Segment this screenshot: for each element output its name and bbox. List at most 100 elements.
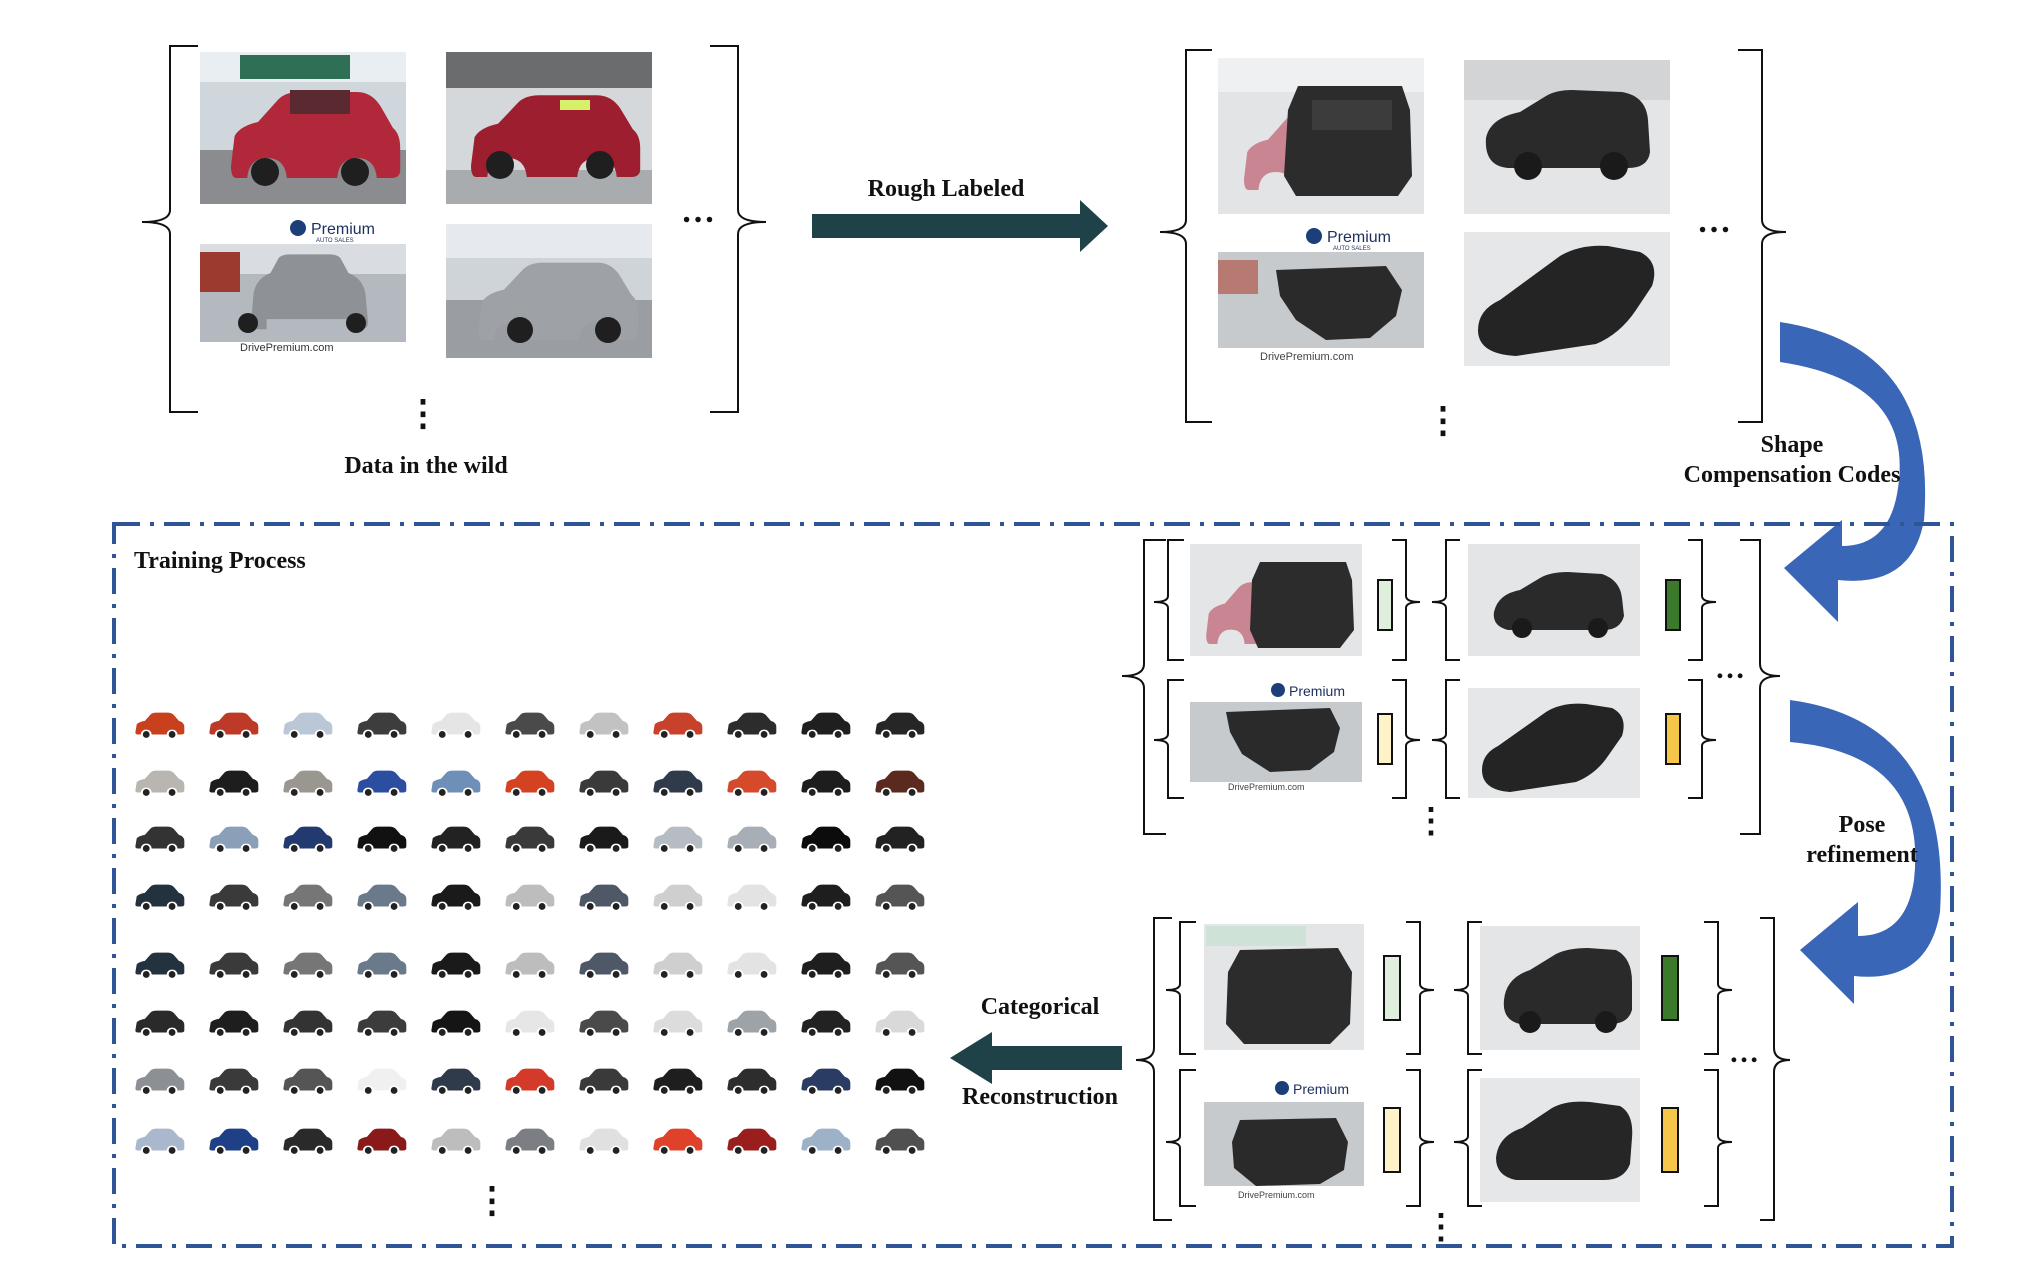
photo-silver-suv-rear (446, 224, 652, 358)
rough-labeled-arrow: Rough Labeled (812, 176, 1108, 252)
logo-site: DrivePremium.com (240, 342, 334, 354)
reconstructed-car (357, 770, 407, 796)
reconstructed-car (875, 1068, 925, 1094)
reconstructed-car (505, 1128, 555, 1154)
reconstructed-car (431, 712, 481, 738)
reconstructed-car (209, 826, 259, 852)
reconstructed-car (283, 952, 333, 978)
ellipsis-down: ⋮ (1425, 400, 1461, 440)
right-brace (710, 45, 767, 413)
reconstructed-car (875, 1010, 925, 1036)
reconstructed-car (727, 1128, 777, 1154)
reconstructed-car (653, 884, 703, 910)
codes-group-2: Premium DrivePremium.com … ⋮ (1135, 917, 1791, 1246)
reconstructed-car (135, 952, 185, 978)
reconstructed-car (727, 952, 777, 978)
ellipsis-right: … (1729, 1036, 1759, 1069)
refined-photo-3: Premium DrivePremium.com (1204, 1076, 1364, 1202)
shape-compensation-arrow: Shape Compensation Codes (1684, 322, 1926, 622)
reconstructed-car (357, 952, 407, 978)
ellipsis-down: ⋮ (405, 393, 441, 433)
reconstructed-car (283, 712, 333, 738)
ellipsis-down: ⋮ (474, 1180, 510, 1220)
reconstructed-car (875, 1128, 925, 1154)
reconstructed-car (135, 712, 185, 738)
reconstructed-car (579, 1010, 629, 1036)
reconstructed-car-grid (135, 712, 925, 1154)
logo-brand: Premium (1289, 683, 1345, 699)
refined-photo-2 (1480, 926, 1640, 1050)
reconstructed-car (579, 1128, 629, 1154)
reconstructed-car (727, 884, 777, 910)
reconstructed-car (209, 1010, 259, 1036)
mesh-photo-4 (1464, 232, 1670, 366)
reconstructed-car (579, 826, 629, 852)
refined-code-light-yellow (1383, 1107, 1401, 1173)
reconstructed-car (801, 1128, 851, 1154)
reconstructed-car (431, 1010, 481, 1036)
reconstructed-car (357, 1128, 407, 1154)
reconstructed-car (357, 884, 407, 910)
reconstructed-car (727, 1010, 777, 1036)
shape-code-light-yellow (1377, 713, 1393, 765)
reconstructed-car (875, 712, 925, 738)
reconstructed-car (283, 884, 333, 910)
logo-site: DrivePremium.com (1228, 782, 1305, 792)
reconstructed-car (135, 1128, 185, 1154)
reconstructed-car (653, 1068, 703, 1094)
reconstructed-car (875, 884, 925, 910)
reconstructed-car (283, 826, 333, 852)
reconstructed-car (579, 712, 629, 738)
reconstructed-car (209, 884, 259, 910)
reconstructed-car (209, 770, 259, 796)
shape-code-dark-yellow (1665, 713, 1681, 765)
mesh-photo-2 (1464, 60, 1670, 214)
data-in-the-wild-group: Premium AUTO SALES DrivePremium.com … ⋮ … (141, 45, 767, 479)
reconstructed-car (209, 1128, 259, 1154)
pose-label-line1: Pose (1839, 812, 1886, 838)
reconstructed-car (801, 1068, 851, 1094)
shape-label-line2: Compensation Codes (1684, 462, 1901, 488)
reconstructed-car (801, 826, 851, 852)
shape-code-light-green (1377, 579, 1393, 631)
left-brace (1159, 49, 1212, 423)
reconstructed-car (653, 712, 703, 738)
reconstructed-car (283, 1010, 333, 1036)
reconstructed-car (283, 1068, 333, 1094)
reconstructed-car (653, 952, 703, 978)
reconstruction-label: Reconstruction (962, 1084, 1118, 1110)
reconstructed-car (579, 1068, 629, 1094)
rough-labeled-group: Premium AUTO SALES DrivePremium.com … ⋮ (1159, 49, 1787, 440)
refined-photo-4 (1480, 1078, 1640, 1202)
reconstructed-car (431, 1128, 481, 1154)
outer-right-brace (1740, 539, 1781, 835)
pose-refinement-arrow: Pose refinement (1790, 700, 1941, 1004)
reconstructed-car (727, 826, 777, 852)
ellipsis-right: … (1715, 652, 1745, 685)
reconstructed-car (431, 952, 481, 978)
mesh-photo-1 (1218, 58, 1424, 214)
categorical-reconstruction-arrow: Categorical Reconstruction (950, 994, 1122, 1110)
ellipsis-right: … (681, 193, 715, 230)
reconstructed-car (431, 826, 481, 852)
reconstructed-car (505, 884, 555, 910)
logo-sub: AUTO SALES (1333, 246, 1371, 252)
reconstructed-car (209, 1068, 259, 1094)
reconstructed-car (727, 770, 777, 796)
shape-label-line1: Shape (1761, 432, 1824, 458)
data-in-the-wild-label: Data in the wild (344, 453, 508, 479)
reconstructed-car (505, 1010, 555, 1036)
rough-labeled-label: Rough Labeled (868, 176, 1025, 202)
reconstructed-car (357, 1068, 407, 1094)
logo-brand: Premium (311, 221, 375, 238)
reconstructed-car (135, 1010, 185, 1036)
reconstructed-car (505, 1068, 555, 1094)
code-photo-4 (1468, 688, 1640, 798)
reconstructed-car (505, 712, 555, 738)
refined-code-dark-yellow (1661, 1107, 1679, 1173)
training-process-label: Training Process (134, 548, 306, 574)
code-photo-1 (1190, 544, 1362, 656)
reconstructed-car (357, 1010, 407, 1036)
reconstructed-car (579, 952, 629, 978)
